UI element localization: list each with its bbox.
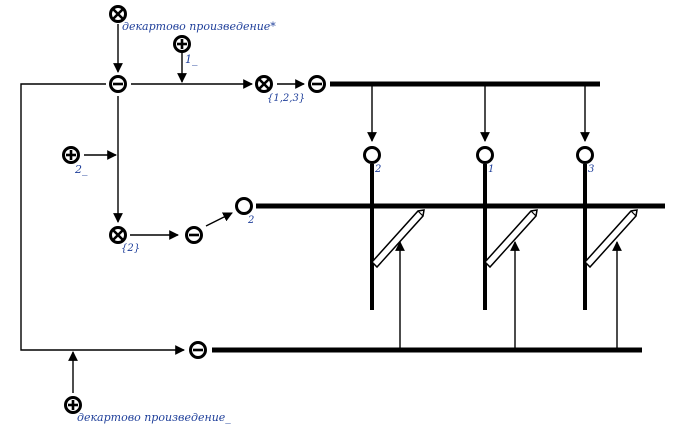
- label-role-1: 1_: [185, 53, 198, 66]
- label-col-1: 1: [488, 164, 494, 175]
- pencil-arc-col-2: [370, 209, 425, 269]
- circle-plus-icon[interactable]: [173, 35, 191, 53]
- circle-minus-icon[interactable]: [308, 75, 326, 93]
- circle-times-icon[interactable]: [109, 5, 127, 23]
- bus-drops: [367, 84, 590, 142]
- pencil-arcs: [370, 209, 638, 269]
- connectors: [20, 24, 305, 393]
- label-cartesian-product-under: декартово произведение_: [77, 411, 231, 424]
- circle-times-icon[interactable]: [109, 226, 127, 244]
- circle-minus-icon[interactable]: [185, 226, 203, 244]
- circle-node-icon[interactable]: [363, 146, 381, 164]
- circle-minus-icon[interactable]: [109, 75, 127, 93]
- column-buses: [370, 164, 587, 310]
- circle-plus-icon[interactable]: [64, 396, 82, 414]
- pencil-arc-col-3: [583, 209, 638, 269]
- circle-node-icon[interactable]: [476, 146, 494, 164]
- label-col-3: 3: [588, 164, 594, 175]
- label-role-2: 2_: [74, 163, 88, 176]
- label-node-2: 2: [247, 215, 254, 226]
- circle-node-icon[interactable]: [576, 146, 594, 164]
- arc-node-to-circle2: [205, 212, 233, 227]
- buses: [212, 81, 665, 353]
- circle-times-icon[interactable]: [255, 75, 273, 93]
- label-set-2: {2}: [121, 243, 140, 254]
- circle-plus-icon[interactable]: [62, 146, 80, 164]
- bus-rises: [395, 241, 622, 350]
- circle-minus-icon[interactable]: [189, 341, 207, 359]
- label-set-123: {1,2,3}: [267, 93, 305, 104]
- label-col-2: 2: [374, 164, 381, 175]
- circle-node-icon[interactable]: [235, 197, 253, 215]
- pencil-arc-col-1: [483, 209, 538, 269]
- arc-loop: [20, 83, 185, 355]
- label-cartesian-product-star: декартово произведение*: [122, 20, 276, 33]
